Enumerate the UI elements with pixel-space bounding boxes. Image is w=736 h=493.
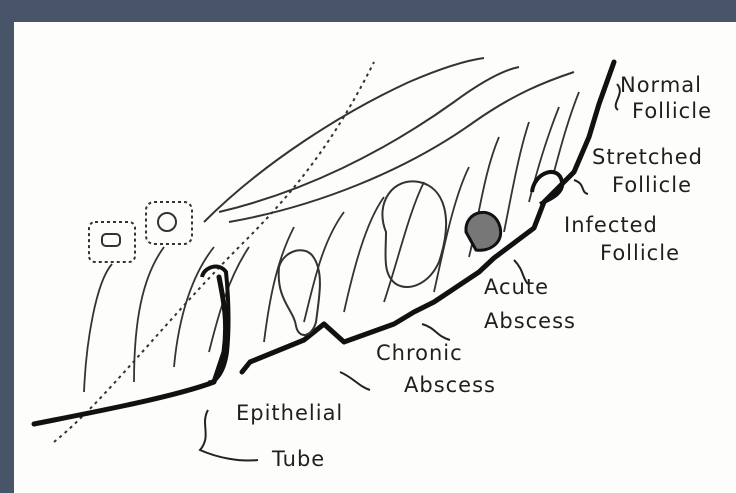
outer-curve-1	[54, 62, 374, 442]
svg-text:Abscess: Abscess	[404, 373, 496, 397]
diagram-canvas: Normal Follicle Stretched Follicle Infec…	[14, 22, 736, 493]
svg-text:Epithelial: Epithelial	[236, 401, 343, 425]
dotted-gland-2	[146, 202, 192, 244]
anatomy-diagram: Normal Follicle Stretched Follicle Infec…	[14, 22, 736, 493]
svg-text:Follicle: Follicle	[600, 241, 680, 265]
svg-text:Stretched: Stretched	[592, 145, 703, 169]
basement-membrane	[34, 62, 614, 424]
svg-text:Chronic: Chronic	[376, 341, 463, 365]
label-infected-follicle: Infected Follicle	[564, 213, 680, 265]
inner-band-upper	[219, 67, 519, 212]
label-normal-follicle: Normal Follicle	[620, 73, 712, 123]
label-stretched-follicle: Stretched Follicle	[592, 145, 703, 197]
svg-text:Abscess: Abscess	[484, 309, 576, 333]
dotted-gland-inner-2	[158, 213, 176, 231]
svg-text:Follicle: Follicle	[612, 173, 692, 197]
dotted-gland-1	[89, 222, 135, 262]
label-chronic-abscess: Chronic Abscess	[376, 341, 496, 397]
chronic-abscess-shape	[279, 250, 320, 335]
outer-curve-2	[204, 58, 484, 222]
svg-text:Follicle: Follicle	[632, 99, 712, 123]
svg-text:Normal: Normal	[620, 73, 702, 97]
svg-text:Tube: Tube	[271, 447, 325, 471]
svg-text:Acute: Acute	[484, 275, 549, 299]
dotted-gland-inner-1	[102, 234, 120, 246]
acute-abscess-shape	[382, 181, 446, 287]
svg-text:Infected: Infected	[564, 213, 658, 237]
label-acute-abscess: Acute Abscess	[484, 275, 576, 333]
